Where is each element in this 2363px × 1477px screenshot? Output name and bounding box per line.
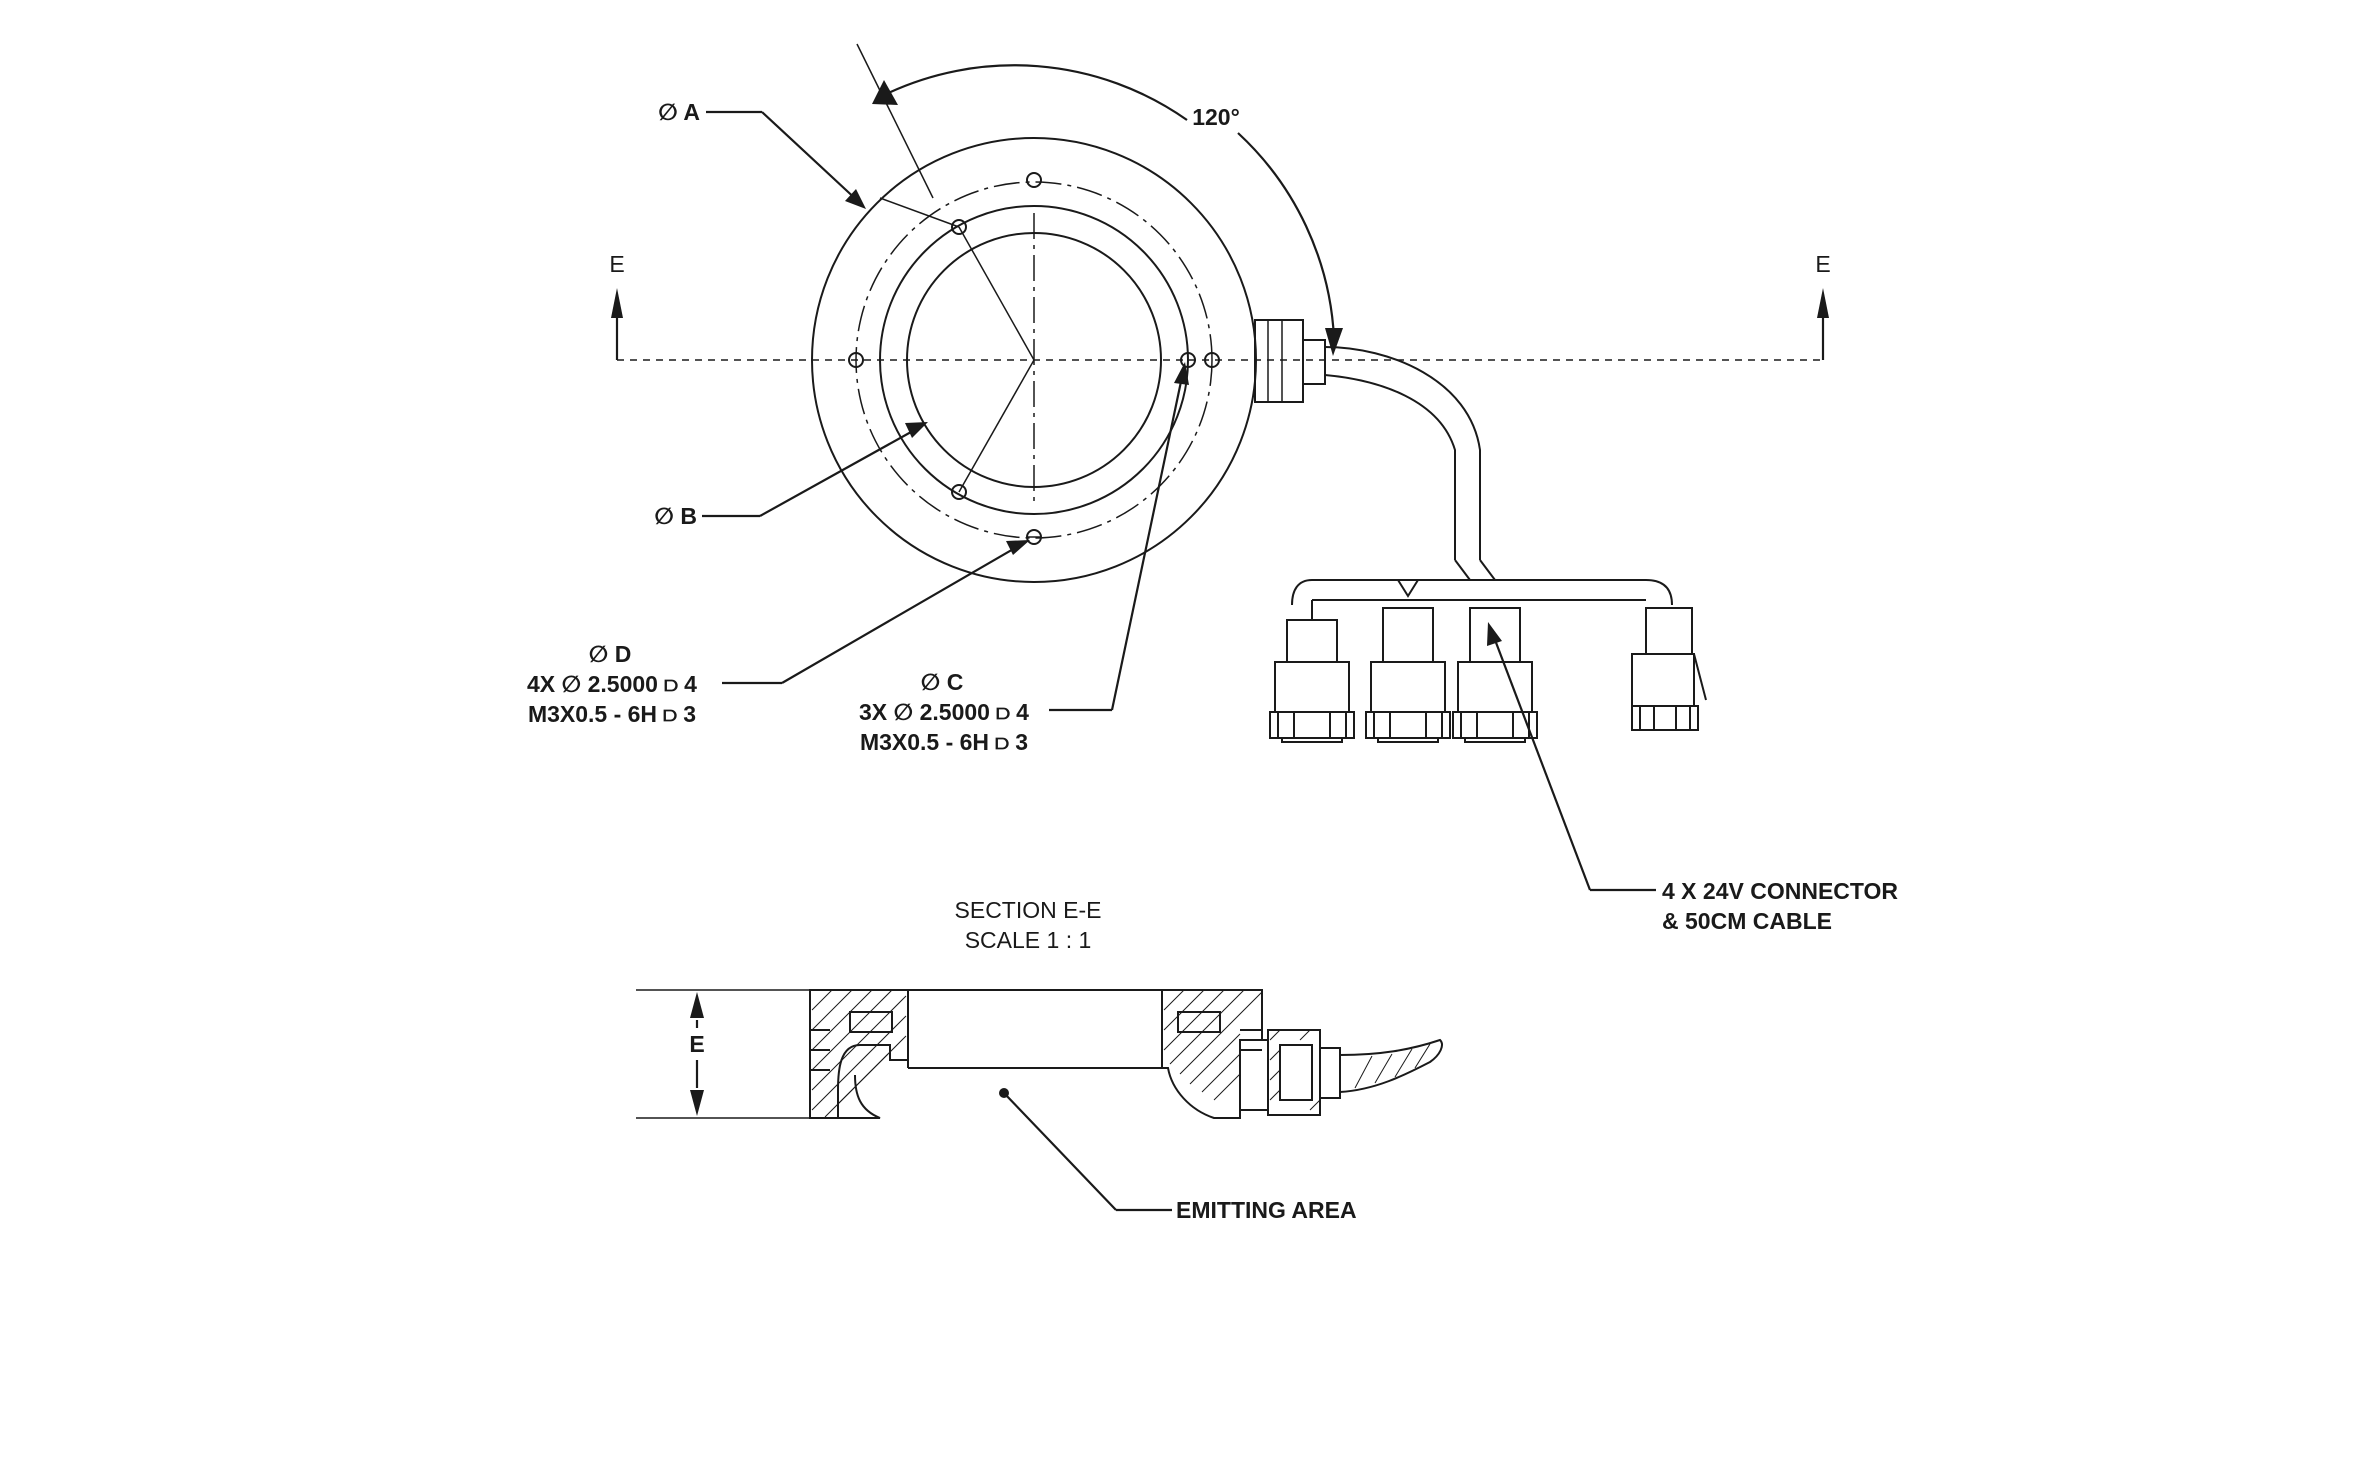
connector-1	[1269, 619, 1355, 743]
section-marker-left: E	[609, 251, 624, 277]
callout-c-line2: 3X ∅ 2.5000 ⫐ 4	[859, 699, 1029, 725]
angle-dimension-arc	[881, 64, 1188, 121]
callout-c-line1: ∅ C	[921, 669, 964, 695]
section-scale: SCALE 1 : 1	[965, 927, 1092, 953]
emitting-area-label: EMITTING AREA	[1176, 1197, 1357, 1223]
connector-callout-line2: & 50CM CABLE	[1662, 908, 1832, 934]
section-body-left	[809, 989, 909, 1119]
hole-d-top	[1026, 172, 1042, 188]
hole-c-2	[951, 219, 967, 235]
section-height-label: E	[689, 1031, 704, 1057]
connector-2	[1365, 579, 1451, 743]
dia-a-label: ∅ A	[658, 99, 700, 125]
connector-callout-line1: 4 X 24V CONNECTOR	[1662, 878, 1898, 904]
section-view	[636, 989, 1443, 1212]
top-view	[611, 43, 1829, 892]
callout-c-line3: M3X0.5 - 6H ⫐ 3	[860, 729, 1028, 755]
cable-gland	[1254, 319, 1304, 403]
callout-d-line3: M3X0.5 - 6H ⫐ 3	[528, 701, 696, 727]
dia-b-label: ∅ B	[654, 503, 697, 529]
hole-d-bottom	[1026, 529, 1042, 545]
section-marker-right: E	[1815, 251, 1830, 277]
section-cable	[1339, 1038, 1443, 1093]
connector-4	[1631, 607, 1707, 731]
connector-3	[1452, 607, 1538, 743]
section-body-right	[1161, 989, 1263, 1119]
callout-d-line2: 4X ∅ 2.5000 ⫐ 4	[527, 671, 697, 697]
callout-d-line1: ∅ D	[589, 641, 632, 667]
cable	[1324, 346, 1481, 560]
hole-c-3	[951, 484, 967, 500]
hole-d-left	[848, 352, 864, 368]
angle-label: 120°	[1192, 104, 1240, 130]
section-title: SECTION E-E	[955, 897, 1102, 923]
